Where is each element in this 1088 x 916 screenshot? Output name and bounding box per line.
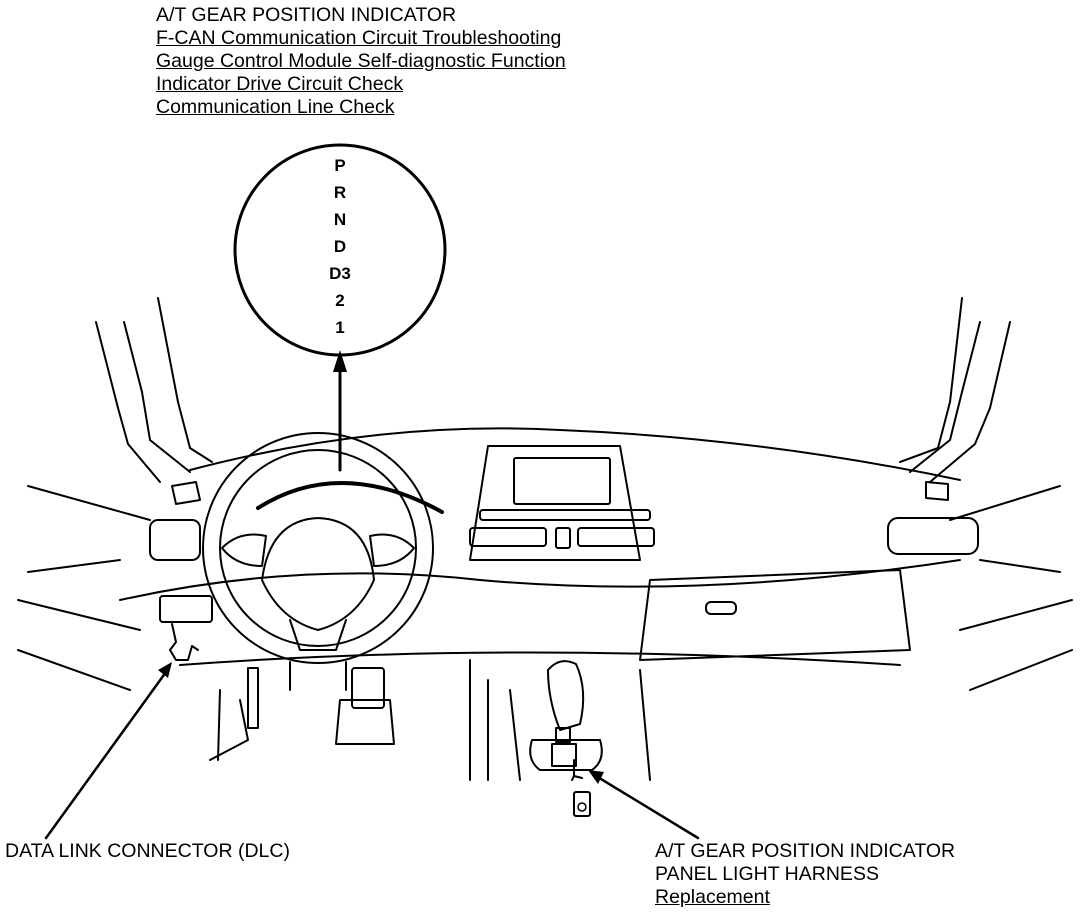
left-vent bbox=[149, 519, 201, 561]
gear-position-list: P R N D D3 2 1 bbox=[280, 152, 400, 341]
shift-knob bbox=[547, 660, 585, 731]
dlc-leader-arrowhead bbox=[158, 662, 172, 678]
steering-spoke-bottom bbox=[289, 619, 347, 651]
hazard-switch bbox=[555, 527, 571, 549]
indicator-arrowhead bbox=[333, 350, 347, 372]
pedal-left bbox=[247, 667, 259, 729]
pedal-right-base bbox=[335, 699, 395, 745]
harness-callout-line1: A/T GEAR POSITION INDICATOR bbox=[655, 840, 956, 862]
right-a-pillar bbox=[899, 297, 1011, 483]
center-trim bbox=[479, 509, 651, 521]
center-vent-right bbox=[577, 527, 655, 547]
dlc-callout-label: DATA LINK CONNECTOR (DLC) bbox=[5, 840, 290, 862]
connector-hole bbox=[577, 802, 587, 812]
floor-left bbox=[209, 689, 249, 761]
harness-leader-line bbox=[594, 774, 700, 840]
indicator-title: A/T GEAR POSITION INDICATOR bbox=[156, 4, 457, 26]
center-tunnel bbox=[469, 659, 651, 781]
dashboard-knee bbox=[179, 651, 901, 666]
steering-spoke-right bbox=[369, 533, 415, 567]
dashboard-top bbox=[189, 427, 961, 481]
gear-label: 2 bbox=[335, 291, 345, 310]
center-display bbox=[513, 457, 611, 505]
right-side-frame bbox=[949, 485, 1073, 691]
link-gauge-self-diagnostic[interactable]: Gauge Control Module Self-diagnostic Fun… bbox=[156, 50, 566, 72]
harness-callout-line2: PANEL LIGHT HARNESS bbox=[655, 863, 879, 885]
link-indicator-drive-check[interactable]: Indicator Drive Circuit Check bbox=[156, 73, 404, 95]
gear-label: D bbox=[333, 237, 347, 256]
harness-leader-arrowhead bbox=[588, 770, 604, 784]
steering-spoke-left bbox=[221, 533, 267, 567]
left-a-pillar bbox=[95, 297, 213, 483]
gear-label: D3 bbox=[329, 264, 351, 283]
right-vent bbox=[887, 517, 979, 555]
center-console-frame bbox=[469, 445, 641, 561]
dlc-connector bbox=[169, 623, 199, 661]
panel-light-connector bbox=[573, 791, 591, 817]
center-vent-left bbox=[469, 527, 547, 547]
gear-label: P bbox=[334, 156, 346, 175]
link-harness-replacement[interactable]: Replacement bbox=[655, 886, 770, 908]
dlc-leader-line bbox=[44, 670, 168, 840]
right-outer-vent bbox=[925, 481, 949, 501]
panel-light-harness-plug bbox=[571, 759, 583, 781]
steering-hub bbox=[261, 517, 375, 631]
gear-label: R bbox=[333, 183, 347, 202]
gear-label: N bbox=[333, 210, 347, 229]
steering-wheel-inner bbox=[219, 449, 417, 647]
shift-gate bbox=[529, 739, 603, 771]
dashboard-lower bbox=[119, 559, 961, 601]
shift-boot bbox=[551, 743, 577, 767]
left-outer-vent bbox=[171, 481, 201, 505]
lower-left-panel bbox=[159, 595, 213, 623]
title-block: A/T GEAR POSITION INDICATOR F-CAN Commun… bbox=[156, 4, 566, 119]
left-side-frame bbox=[17, 485, 151, 691]
gear-label: 1 bbox=[335, 318, 345, 337]
pedal-right bbox=[351, 667, 385, 709]
steering-wheel-outer bbox=[202, 432, 434, 664]
instrument-cluster-hood bbox=[256, 480, 444, 514]
link-communication-line-check[interactable]: Communication Line Check bbox=[156, 96, 395, 118]
steering-column bbox=[289, 661, 347, 691]
shift-base bbox=[555, 727, 571, 743]
glovebox-handle bbox=[705, 601, 737, 615]
link-fcan-troubleshooting[interactable]: F-CAN Communication Circuit Troubleshoot… bbox=[156, 27, 562, 49]
harness-callout: A/T GEAR POSITION INDICATOR PANEL LIGHT … bbox=[655, 840, 955, 909]
glovebox bbox=[639, 569, 911, 661]
